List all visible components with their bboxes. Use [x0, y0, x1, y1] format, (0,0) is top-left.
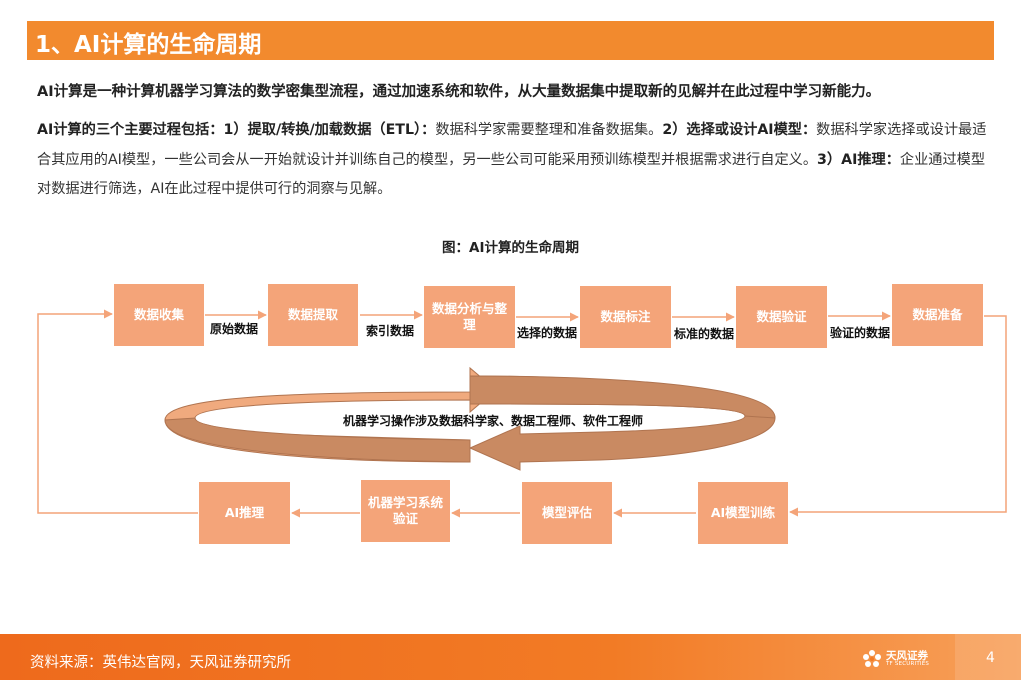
brand-name: 天风证券	[886, 650, 928, 662]
cycle-text: 机器学习操作涉及数据科学家、数据工程师、软件工程师	[342, 414, 643, 428]
process-3-text: 企业通过模型对数据进行筛选，AI在此过程中提供可行的洞察与见解。	[37, 151, 986, 198]
process-1-text: 数据科学家需要整理和准备数据集。	[435, 122, 663, 138]
arrow-prepare-train	[789, 315, 1007, 517]
step-data-collection: 数据收集	[114, 284, 204, 346]
cycle-ring	[164, 366, 776, 471]
step-data-labeling: 数据标注	[580, 286, 671, 348]
brand-logo: 天风证券 TF SECURITIES	[860, 646, 940, 672]
edge-label-raw-data: 原始数据	[210, 322, 259, 336]
flower-logo-icon	[863, 650, 881, 667]
edge-label-indexed-data: 索引数据	[366, 324, 415, 338]
step-ml-system-verification: 机器学习系统验证	[361, 480, 450, 542]
footer-source: 资料来源：英伟达官网，天风证券研究所	[30, 655, 291, 671]
footer: 资料来源：英伟达官网，天风证券研究所 天风证券 TF SECURITIES 4	[0, 634, 1021, 680]
intro-text: AI计算是一种计算机器学习算法的数学密集型流程，通过加速系统和软件，从大量数据集…	[37, 84, 881, 100]
step-ai-model-training: AI模型训练	[698, 482, 788, 544]
arrow-infer-collect	[37, 309, 198, 514]
page-title: 1、AI计算的生命周期	[35, 32, 262, 58]
process-paragraph: AI计算的三个主要过程包括：1）提取/转换/加载数据（ETL）：数据科学家需要整…	[37, 116, 992, 205]
edge-label-standard-data: 标准的数据	[674, 327, 735, 341]
brand-subtitle: TF SECURITIES	[886, 661, 930, 667]
step-data-preparation: 数据准备	[892, 284, 983, 346]
title-bar: 1、AI计算的生命周期	[27, 21, 994, 60]
footer-accent-block	[955, 634, 1021, 680]
edge-label-selected-data: 选择的数据	[517, 326, 578, 340]
process-3-heading: 3）AI推理：	[817, 151, 900, 168]
figure-title: 图：AI计算的生命周期	[442, 240, 579, 256]
step-data-validation: 数据验证	[736, 286, 827, 348]
page-number: 4	[986, 650, 995, 666]
footer-band	[0, 634, 1021, 680]
step-data-analysis: 数据分析与整理	[424, 286, 515, 348]
edge-label-validated-data: 验证的数据	[830, 326, 891, 340]
process-1-heading: AI计算的三个主要过程包括：1）提取/转换/加载数据（ETL）：	[37, 122, 436, 138]
process-2-text: 数据科学家选择或设计最适合其应用的AI模型，一些公司会从一开始就设计并训练自己的…	[37, 122, 987, 168]
process-2-heading: 2）选择或设计AI模型：	[662, 122, 817, 138]
step-data-extraction: 数据提取	[268, 284, 358, 346]
step-ai-inference: AI推理	[199, 482, 290, 544]
step-model-evaluation: 模型评估	[522, 482, 612, 544]
